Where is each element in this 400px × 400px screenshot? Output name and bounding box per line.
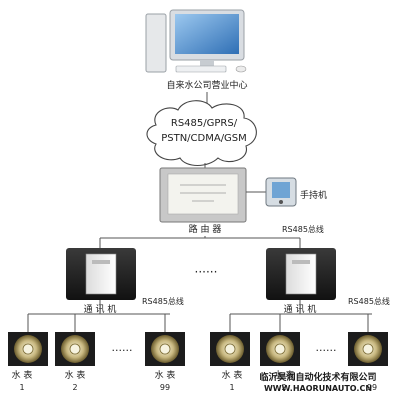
meter-num-right-2: 2	[281, 383, 286, 392]
meter-num-right-1: 1	[229, 383, 234, 392]
keyboard	[175, 65, 227, 73]
bus-label-top: RS485总线	[282, 224, 324, 234]
router-label: 路 由 器	[189, 223, 222, 235]
bus-label-right: RS485总线	[348, 296, 390, 306]
meter-label-right-2: 水 表	[274, 369, 295, 381]
network-line2: PSTN/CDMA/GSM	[161, 133, 247, 144]
meter-label-left-1: 水 表	[12, 369, 33, 381]
network-line1: RS485/GPRS/	[171, 118, 238, 129]
comm-device-left	[66, 248, 136, 300]
bus-label-left: RS485总线	[142, 296, 184, 306]
water-meter-right-2	[260, 332, 300, 366]
water-meter-right-99	[348, 332, 388, 366]
monitor-screen	[175, 14, 239, 54]
monitor-stand	[200, 60, 214, 66]
water-meter-left-99	[145, 332, 185, 366]
pc-tower	[145, 13, 167, 73]
water-meter-left-2	[55, 332, 95, 366]
mouse	[235, 65, 247, 73]
water-meter-left-1	[8, 332, 48, 366]
meter-label-right-1: 水 表	[222, 369, 243, 381]
meter-num-left-2: 2	[72, 383, 77, 392]
meter-num-left-1: 1	[19, 383, 24, 392]
watermark-company: 临沂昊润自动化技术有限公司	[259, 371, 376, 383]
router-device	[159, 167, 247, 223]
meter-ellipsis-right: ······	[316, 344, 337, 357]
handheld-device	[265, 177, 297, 207]
meter-ellipsis-left: ······	[112, 344, 133, 357]
comm-ellipsis: ······	[195, 265, 218, 279]
center-computer	[145, 9, 247, 73]
watermark-url: WWW.HAORUNAUTO.CN	[264, 384, 372, 393]
network-cloud	[146, 100, 257, 167]
meter-label-left-99: 水 表	[155, 369, 176, 381]
handheld-label: 手持机	[300, 189, 327, 201]
meter-label-left-2: 水 表	[65, 369, 86, 381]
comm-device-right	[266, 248, 336, 300]
meter-num-left-99: 99	[160, 383, 170, 392]
water-meter-right-1	[210, 332, 250, 366]
center-label: 自来水公司营业中心	[166, 79, 247, 91]
meter-num-right-99: 99	[367, 383, 377, 392]
